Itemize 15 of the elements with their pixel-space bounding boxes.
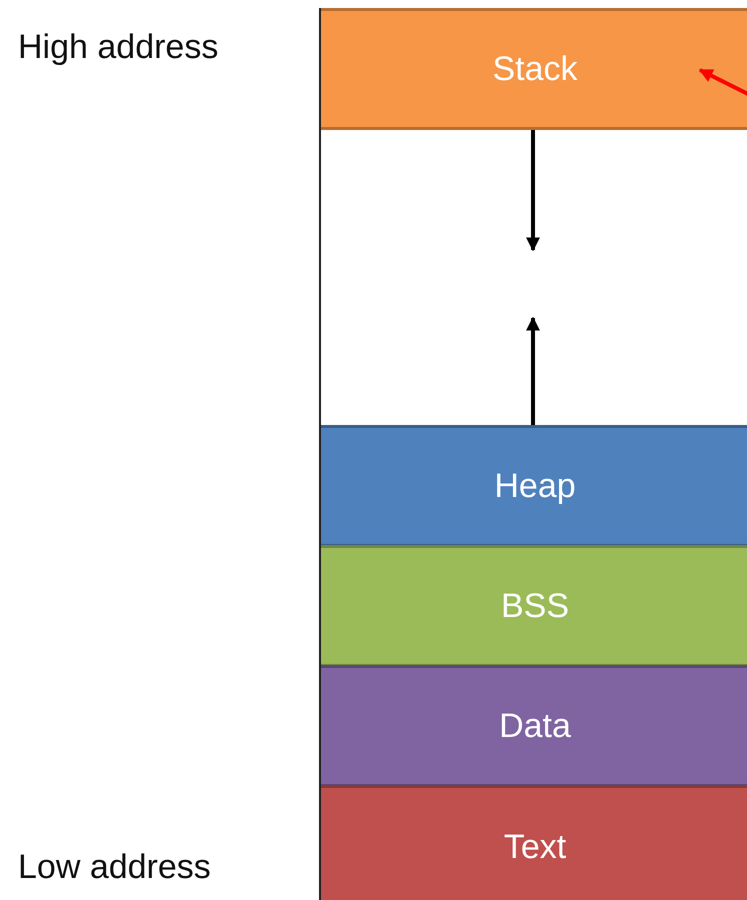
arrow xyxy=(526,130,540,252)
arrow xyxy=(526,316,540,425)
address-label: High address xyxy=(18,28,218,67)
memory-segment xyxy=(321,8,747,130)
memory-segment xyxy=(321,785,747,900)
memory-segment xyxy=(321,545,747,667)
segment-label: Data xyxy=(499,706,571,746)
address-label: Low address xyxy=(18,848,211,887)
segment-label: Text xyxy=(504,828,566,867)
memory-segment xyxy=(321,425,747,547)
segment-label: Heap xyxy=(494,466,576,506)
memory-layout-frame xyxy=(319,8,747,900)
segment-label: BSS xyxy=(500,586,570,626)
memory-segment xyxy=(321,665,747,787)
segment-label: Stack xyxy=(492,50,578,88)
